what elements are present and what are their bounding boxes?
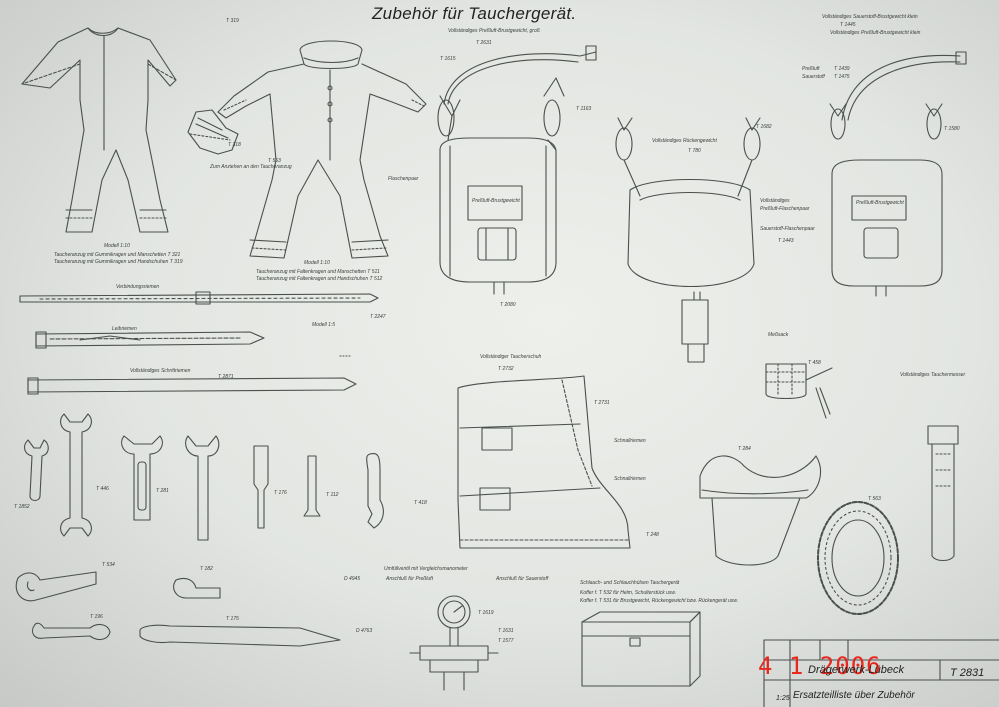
ref-r6: T 1615: [440, 56, 456, 62]
caption-suit2-a: Taucheranzug mit Faltenkragen und Mansch…: [256, 269, 380, 275]
ref-r13: T 1443: [778, 238, 794, 244]
caption-suit1-a: Taucheranzug mit Gummikragen und Mansche…: [54, 252, 181, 258]
ref-r33: T 1619: [478, 610, 494, 616]
back-weight-drawing: [615, 117, 761, 363]
tools-drawing: [15, 413, 384, 647]
glove-drawing: [187, 109, 239, 155]
caption-right-tool: Vollständiges Tauchermesser: [900, 372, 966, 378]
ref-r19: T 248: [646, 532, 659, 538]
ref-r10: T 1445: [840, 22, 856, 28]
ref-r25: T 176: [274, 490, 287, 496]
caption-app3-top-b: Vollständiges Preßluft-Brustgewicht klei…: [830, 30, 921, 36]
ref-r15: T 2247: [370, 314, 386, 320]
ref-r16: T 2871: [218, 374, 234, 380]
ref-r24: T 281: [156, 488, 169, 494]
ref-r12: T 1475: [834, 74, 850, 80]
chest-weight-large-drawing: [437, 45, 597, 295]
ref-r7: T 1163: [576, 106, 592, 112]
caption-tools-c: Koffer f. T 531 für Brustgewicht, Rücken…: [580, 598, 739, 604]
ref-r5: T 2080: [500, 302, 516, 308]
shoulder-piece-drawing: [699, 455, 821, 566]
date-stamp: 4 1 2006: [758, 652, 882, 680]
ref-r27: T 418: [414, 500, 427, 506]
caption-boot-strap-b: Schnallriemen: [614, 476, 646, 482]
caption-app2-side-a: Vollständiges: [760, 198, 790, 204]
title-block-sheet-title: Ersatzteilliste über Zubehör: [793, 690, 915, 701]
ref-r14: T 1580: [944, 126, 960, 132]
caption-app3-air: Preßluft: [802, 66, 820, 72]
ref-r2: T 318: [228, 142, 241, 148]
connection-belt-drawing: [19, 291, 379, 305]
title-block: [763, 639, 999, 707]
caption-boot-title: Vollständiger Taucherschuh: [480, 354, 542, 360]
ref-r37: D 4763: [356, 628, 373, 634]
caption-app3-plate: Preßluft-Brustgewicht: [856, 200, 904, 206]
lead-belt-drawing: [35, 331, 265, 349]
caption-app1-top: Vollständiges Preßluft-Brustgewicht, gro…: [448, 28, 540, 34]
caption-tools-a: Schlauch- und Schlauchhülsen Tauchergerä…: [580, 580, 680, 586]
caption-suit1-model: Modell 1:10: [104, 243, 130, 249]
caption-app3-o2: Sauerstoff: [802, 74, 825, 80]
caption-app2-top: Vollständiges Rückengewicht: [652, 138, 717, 144]
caption-app1-part: Flaschenpaar: [388, 176, 419, 182]
caption-app3-top-a: Vollständiges Sauerstoff-Brustgewicht kl…: [822, 14, 918, 20]
ref-r29: T 182: [200, 566, 213, 572]
diving-suit-collar-drawing: [217, 40, 427, 259]
crotch-strap-drawing: [27, 355, 357, 395]
measuring-bag-drawing: [765, 363, 833, 419]
title-block-firm: Drägerwerk-Lübeck: [808, 664, 904, 676]
ref-r11: T 1439: [834, 66, 850, 72]
caption-glove: Zum Anziehen an den Taucheranzug: [210, 164, 292, 170]
ref-r3: T 563: [268, 158, 281, 164]
chest-weight-small-drawing: [829, 51, 967, 297]
caption-belt-lead-model: Modell 1:5: [312, 322, 336, 328]
caption-belt-full: Vollständiges Schrittriemen: [130, 368, 191, 374]
title-block-sheet-number: T 2831: [950, 667, 985, 679]
title-block-scale: 1:25: [776, 695, 790, 702]
caption-belt-top: Verbindungsriemen: [116, 284, 160, 290]
caption-app2-side-c: Sauerstoff-Flaschenpaar: [760, 226, 815, 232]
diving-suit-flat-drawing: [21, 27, 177, 233]
caption-tools-b: Koffer f. T 532 für Helm, Schulterstück …: [580, 590, 677, 596]
ref-r22: T 1852: [14, 504, 30, 510]
ref-r35: T 1577: [498, 638, 514, 644]
ref-r30: T 196: [90, 614, 103, 620]
caption-app2-side-b: Preßluft-Flaschenpaar: [760, 206, 810, 212]
transfer-valve-drawing: [409, 595, 499, 691]
ref-r36: D 4945: [344, 576, 361, 582]
caption-valve-b: Anschluß für Sauerstoff: [496, 576, 549, 582]
ref-r18: T 2731: [594, 400, 610, 406]
ref-r9: T 1682: [756, 124, 772, 130]
diving-knife-drawing: [927, 425, 959, 562]
ref-r20: T 284: [738, 446, 751, 452]
caption-app1-plate: Preßluft-Brustgewicht: [472, 198, 520, 204]
caption-belt-lead: Leibriemen: [112, 326, 137, 332]
ref-r8: T 780: [688, 148, 701, 154]
caption-boot-strap-a: Schnallriemen: [614, 438, 646, 444]
drawing-title: Zubehör für Tauchergerät.: [372, 4, 577, 23]
ref-r31: T 175: [226, 616, 239, 622]
ref-r32: T 458: [808, 360, 821, 366]
caption-valve-title: Umfüllventil mit Vergleichsmanometer: [384, 566, 468, 572]
ref-r4: T 2631: [476, 40, 492, 46]
ref-r28: T 534: [102, 562, 115, 568]
ref-r17: T 2732: [498, 366, 514, 372]
ref-r21: T 563: [868, 496, 881, 502]
caption-net-bag: Meßsack: [768, 332, 789, 338]
caption-suit1-b: Taucheranzug mit Gummikragen und Handsch…: [54, 259, 183, 265]
ref-r34: T 1631: [498, 628, 514, 634]
caption-suit2-b: Taucheranzug mit Faltenkragen und Handsc…: [256, 276, 383, 282]
ref-r1: T 319: [226, 18, 239, 24]
ref-r26: T 112: [326, 492, 339, 498]
sealing-ring-drawing: [817, 501, 899, 615]
diving-boot-drawing: [457, 375, 631, 549]
ref-r23: T 446: [96, 486, 109, 492]
caption-suit2-model: Modell 1:10: [304, 260, 330, 266]
transport-case-drawing: [581, 611, 701, 687]
caption-valve-a: Anschluß für Preßluft: [386, 576, 433, 582]
